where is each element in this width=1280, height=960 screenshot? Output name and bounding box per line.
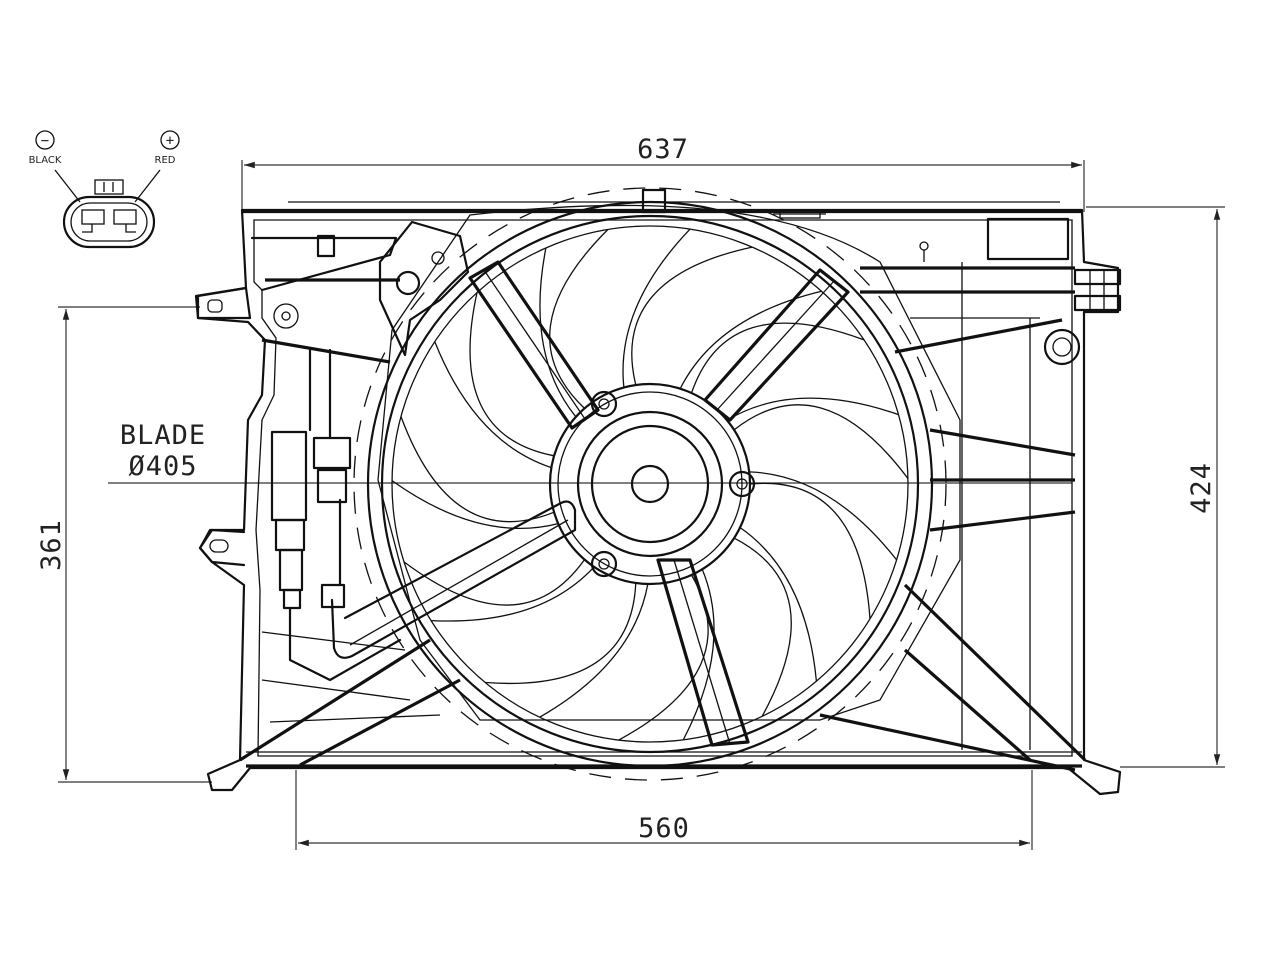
fan-ring: [353, 187, 947, 781]
connector-symbol: − + BLACK RED: [29, 130, 180, 249]
fan-blade: [539, 574, 709, 741]
positive-symbol: +: [166, 133, 174, 149]
fan-blade: [549, 228, 691, 409]
motor-hub: [548, 382, 756, 586]
dimension-361: 361: [36, 306, 212, 783]
fan-blade: [690, 322, 899, 421]
negative-symbol: −: [41, 133, 49, 149]
dimension-637: 637: [241, 134, 1085, 212]
fan-blade: [733, 404, 909, 561]
blade-label: BLADE: [120, 420, 206, 451]
shroud-frame: [194, 188, 1122, 796]
blade-callout: BLADE Ø405: [108, 420, 1072, 484]
dimension-424-label: 424: [1186, 462, 1217, 514]
dimension-560-label: 560: [638, 813, 690, 844]
dimension-361-label: 361: [36, 519, 67, 571]
fan-blade: [682, 537, 792, 741]
fan-blade: [391, 480, 586, 606]
dimension-424: 424: [1086, 206, 1225, 768]
red-wire-label: RED: [155, 155, 176, 166]
fan-blade: [739, 482, 871, 682]
fan-blade: [631, 246, 822, 389]
wiring-harness: [270, 348, 577, 682]
fan-blade: [431, 566, 637, 685]
blade-diameter: Ø405: [128, 451, 197, 482]
fan-blade: [400, 341, 555, 523]
fan-blade: [469, 247, 577, 457]
motor-spokes: [468, 260, 850, 747]
dimension-637-label: 637: [637, 134, 689, 165]
black-wire-label: BLACK: [29, 155, 62, 166]
fan-blades: [391, 228, 909, 741]
dimension-560: 560: [295, 770, 1033, 850]
